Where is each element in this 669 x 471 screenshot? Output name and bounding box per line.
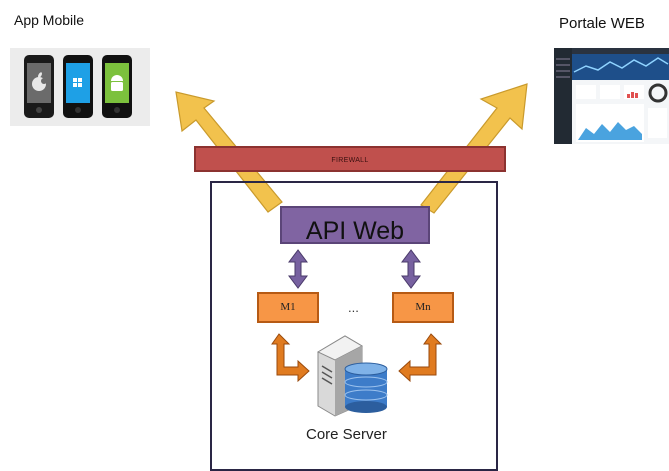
smartphone-icon xyxy=(24,55,54,118)
smartphone-icon xyxy=(63,55,93,118)
api-web-box: API Web xyxy=(280,206,430,244)
web-dashboard-thumbnail xyxy=(554,48,669,144)
mn-server-arrow xyxy=(398,333,443,383)
mobile-devices-image xyxy=(10,48,150,126)
api-web-label: API Web xyxy=(305,217,405,244)
portale-web-label: Portale WEB xyxy=(559,15,645,32)
smartphone-icon xyxy=(102,55,132,118)
module-m1-box: M1 xyxy=(257,292,319,323)
core-server-label: Core Server xyxy=(306,426,387,443)
api-m1-double-arrow xyxy=(288,249,308,289)
m1-server-arrow xyxy=(271,333,310,383)
app-mobile-label: App Mobile xyxy=(14,12,85,28)
windows-logo-icon xyxy=(73,78,82,87)
api-mn-double-arrow xyxy=(401,249,421,289)
database-icon xyxy=(344,362,388,413)
firewall-label: FIREWALL xyxy=(331,157,369,164)
module-mn-box: Mn xyxy=(392,292,454,323)
android-logo-icon xyxy=(111,75,123,91)
modules-ellipsis: ... xyxy=(348,300,359,315)
apple-logo-icon xyxy=(32,72,47,91)
firewall-bar: FIREWALL xyxy=(194,146,506,172)
